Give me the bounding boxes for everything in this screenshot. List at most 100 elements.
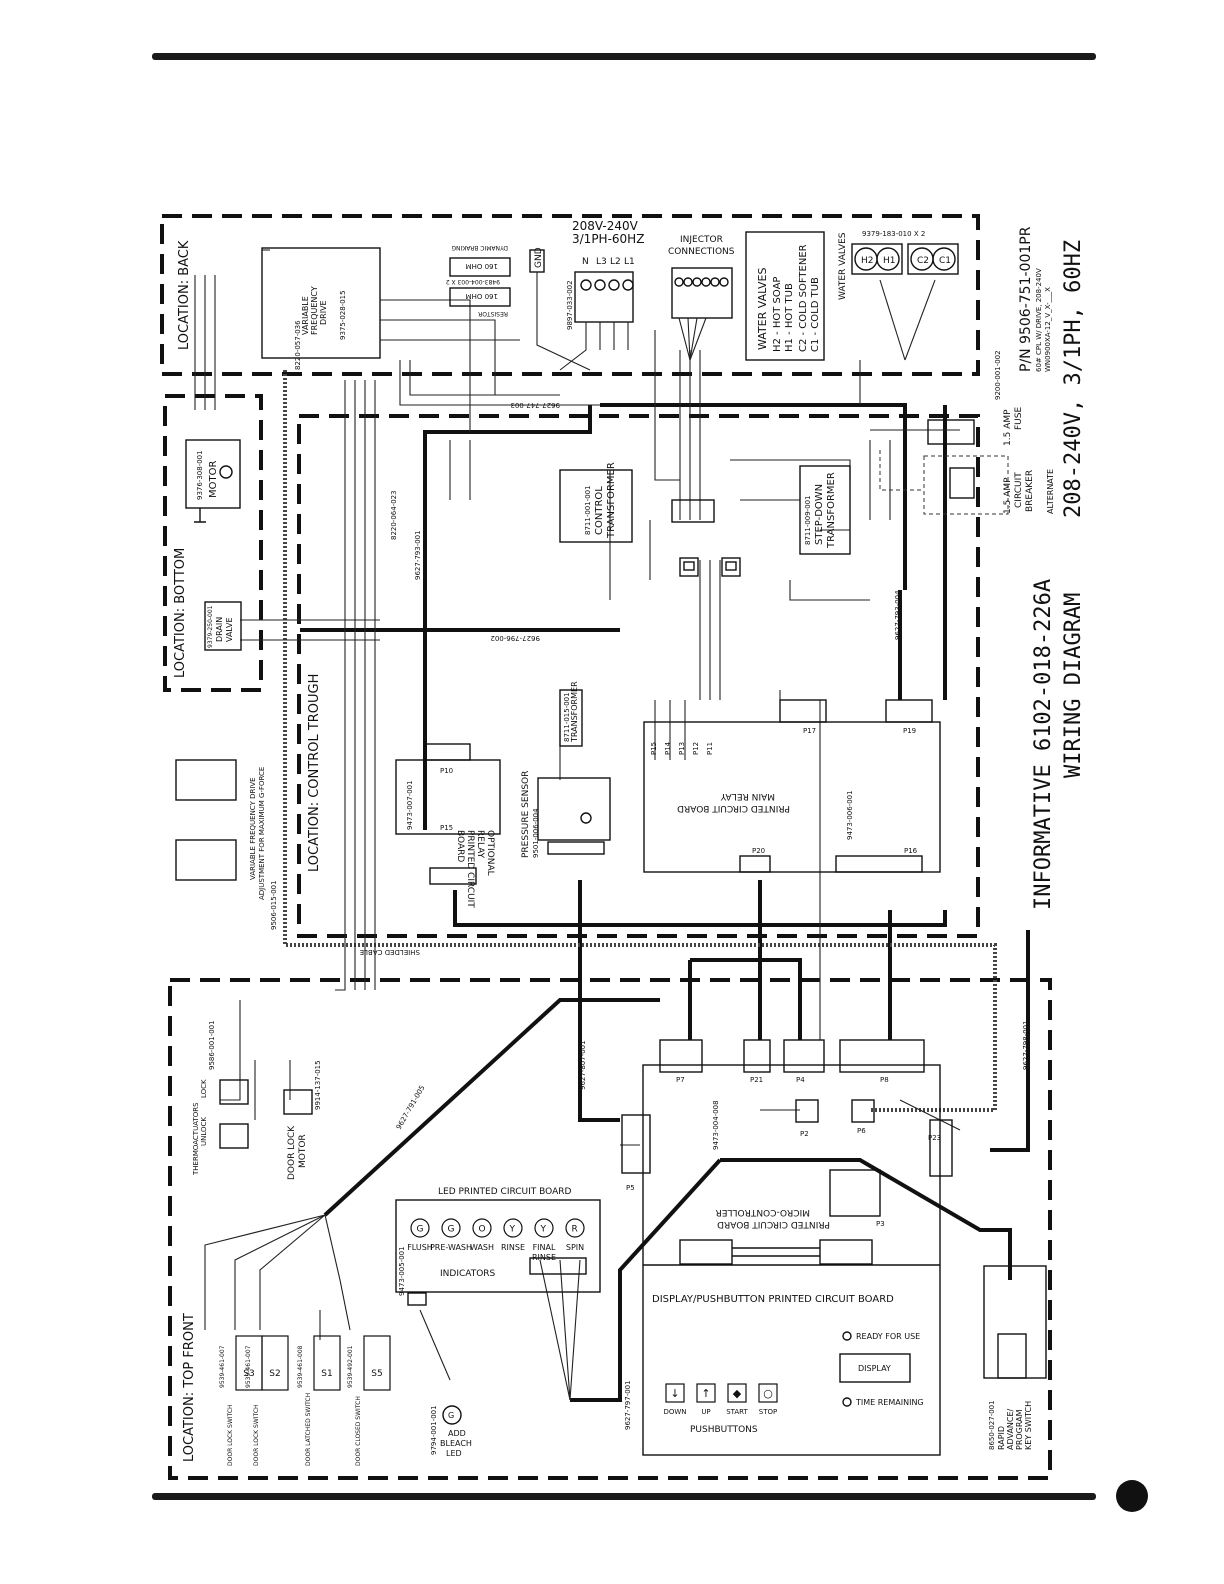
main-harness <box>300 403 1030 1402</box>
door-lock-motor: DOOR LOCK MOTOR 9914-137-015 <box>283 1060 322 1180</box>
water-valve-h2: H2 - HOT SOAP <box>772 277 783 352</box>
main-relay-label-1: MAIN RELAY <box>720 791 775 801</box>
display-board: DISPLAY/PUSHBUTTON PRINTED CIRCUIT BOARD… <box>652 1294 924 1435</box>
pressure-sensor-label: PRESSURE SENSOR <box>521 771 531 858</box>
led-letter: R <box>572 1225 578 1235</box>
key-switch-label-4: KEY SWITCH <box>1024 1401 1033 1450</box>
led-flush: G FLUSH <box>407 1218 433 1252</box>
harness-1: 9627-747-003 <box>510 401 560 409</box>
harness-6: 9627-797-001 <box>624 1380 632 1430</box>
switch-name: DOOR LATCHED SWITCH <box>305 1393 312 1466</box>
optional-relay-label-4: BOARD <box>455 830 465 862</box>
motor: MOTOR 9376-308-001 <box>185 439 241 523</box>
led-spin: R SPIN <box>565 1218 585 1252</box>
led-board-label: LED PRINTED CIRCUIT BOARD <box>438 1187 572 1197</box>
main-relay-pn: 9473-006-001 <box>846 790 854 840</box>
control-transformer-label-1: CONTROL <box>594 486 605 535</box>
ready-for-use-label: READY FOR USE <box>856 1332 920 1341</box>
switch-body <box>261 1335 289 1391</box>
injector-connections: INJECTOR CONNECTIONS <box>668 235 735 361</box>
terminal-N: N <box>582 257 589 267</box>
shielded-cable-label: SHIELDED CABLE <box>360 948 420 956</box>
main-relay-board: MAIN RELAY PRINTED CIRCUIT BOARD 9473-00… <box>643 699 941 873</box>
step-down-pn: 8711-009-001 <box>804 495 812 545</box>
thermoactuators-pn: 9586-001-001 <box>208 1020 216 1070</box>
led-letter: G <box>448 1225 455 1235</box>
vfd-label-2: FREQUENCY <box>310 286 319 335</box>
led-circle <box>503 1218 523 1238</box>
switch-pn: 9539-461-008 <box>297 1345 304 1388</box>
optional-relay-label-3: PRINTED CIRCUIT <box>465 830 475 908</box>
led-circle <box>441 1218 461 1238</box>
supply-voltage: 208V-240V <box>572 219 639 233</box>
pushbutton-label: STOP <box>759 1408 777 1416</box>
step-down-transformer: STEP-DOWN TRANSFORMER 8711-009-001 <box>799 465 851 555</box>
thermoactuators-lock: LOCK <box>200 1079 208 1098</box>
led-circle <box>565 1218 585 1238</box>
fuse-pn: 9200-001-002 <box>994 350 1002 400</box>
injector-label-1: INJECTOR <box>680 235 723 245</box>
conn-p17: P17 <box>803 727 816 735</box>
pressure-sensor-pn: 9501-006-004 <box>532 808 540 858</box>
led-letter: G <box>417 1225 424 1235</box>
step-down-label-2: TRANSFORMER <box>826 472 837 549</box>
terminal-L2: L2 <box>610 257 621 267</box>
optional-relay-label-2: RELAY <box>475 830 485 859</box>
resistor-pn: 9483-004-003 X 2 <box>446 278 500 285</box>
motor-label: MOTOR <box>208 461 219 498</box>
led-circle <box>534 1218 554 1238</box>
title-line-1: INFORMATIVE 6102-018-226A <box>1031 579 1056 910</box>
location-bottom-box <box>163 394 263 692</box>
led-label: WASH <box>470 1243 494 1252</box>
key-switch-label-2: ADVANCE/ <box>1006 1408 1015 1450</box>
harness-8: 9627-807-001 <box>579 1040 587 1090</box>
micro-conn-p5: P5 <box>626 1184 635 1192</box>
led-indicator-group: GFLUSHGPRE-WASHOWASHYRINSEYFINALRINSERSP… <box>407 1218 585 1262</box>
harness-7: 9627-798-001 <box>1022 1020 1030 1070</box>
top-rule <box>152 53 1096 60</box>
conn-p15: P15 <box>650 742 658 755</box>
pushbutton-frame <box>696 1383 716 1403</box>
conn-p16: P16 <box>904 847 918 855</box>
fuse-label-1: 1.5 AMP <box>1003 409 1013 446</box>
location-bottom-label: LOCATION: BOTTOM <box>173 548 188 678</box>
injector-label-2: CONNECTIONS <box>668 247 735 257</box>
step-down-label-1: STEP-DOWN <box>814 484 825 545</box>
variable-frequency-drive: VARIABLE FREQUENCY DRIVE 9375-028-015 <box>261 247 381 359</box>
gnd-label: GND <box>534 247 544 268</box>
micro-controller-board: MICRO-CONTROLLER PRINTED CIRCUIT BOARD 9… <box>621 1039 953 1456</box>
thermoactuators-unlock: UNLOCK <box>200 1117 208 1146</box>
coil-h2: H2 <box>861 256 874 266</box>
led-label: FLUSH <box>407 1243 433 1252</box>
page-number-dot <box>1116 1480 1148 1512</box>
harness-3: 9627-793-001 <box>414 530 422 580</box>
vfd-adjust-line-1: VARIABLE FREQUENCY DRIVE <box>249 777 257 880</box>
switch-name: DOOR LOCK SWITCH <box>253 1404 260 1466</box>
drain-valve-label-1: DRAIN <box>215 617 224 642</box>
led-label: FINAL <box>533 1243 556 1252</box>
supply-phase: 3/1PH-60HZ <box>572 232 644 246</box>
switch-pn: 9539-492-001 <box>347 1345 354 1388</box>
micro-conn-p6: P6 <box>857 1127 866 1135</box>
water-valve-coils: WATER VALVES 9379-183-010 X 2 H2 H1 C2 C… <box>838 230 959 300</box>
add-bleach-label-1: ADD <box>448 1429 466 1438</box>
water-valves-legend: WATER VALVES H2 - HOT SOAP H1 - HOT TUB … <box>745 231 825 361</box>
vfd-adjust-note: VARIABLE FREQUENCY DRIVE ADJUSTMENT FOR … <box>175 759 266 900</box>
location-top-front-box <box>168 978 1052 1480</box>
key-switch: RAPID ADVANCE/ PROGRAM KEY SWITCH 8650-0… <box>983 1265 1047 1450</box>
led-label: SPIN <box>566 1243 584 1252</box>
pressure-sensor: PRESSURE SENSOR 9501-006-004 TRANSFORMER… <box>521 681 611 858</box>
pushbutton-down: ↓DOWN <box>663 1383 687 1416</box>
breaker-label-3: BREAKER <box>1025 470 1035 512</box>
led-letter: Y <box>509 1225 516 1235</box>
water-valves-header: WATER VALVES <box>756 268 769 350</box>
pushbutton-symbol: ○ <box>763 1387 773 1400</box>
water-valve-h1: H1 - HOT TUB <box>784 283 795 352</box>
add-bleach-label-3: LED <box>446 1449 462 1458</box>
micro-label-1: MICRO-CONTROLLER <box>716 1207 810 1217</box>
title-line-3: 208-240V, 3/1PH, 60HZ <box>1061 240 1086 518</box>
switch-id: S2 <box>269 1369 280 1379</box>
